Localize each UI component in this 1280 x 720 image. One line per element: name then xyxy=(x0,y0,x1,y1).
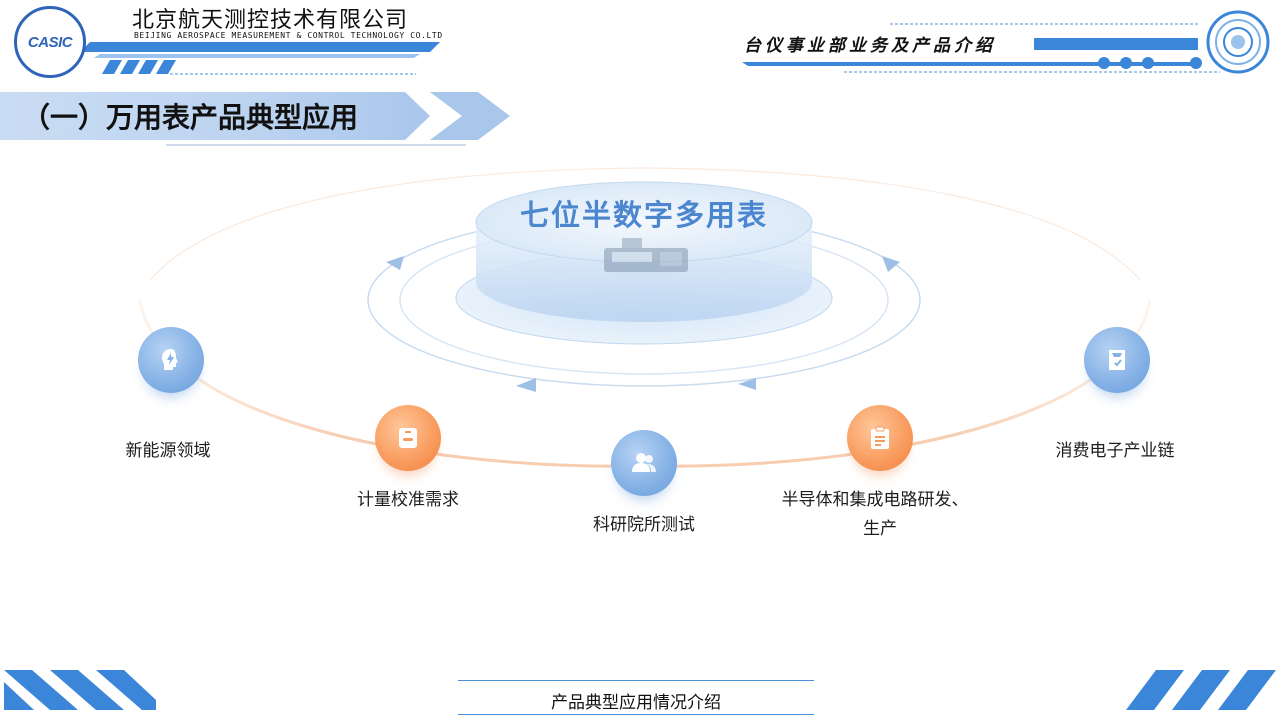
banner-chevron xyxy=(430,92,510,140)
header-left-stripes xyxy=(80,42,440,75)
company-name-cn: 北京航天测控技术有限公司 xyxy=(132,8,409,33)
section-banner xyxy=(0,92,430,140)
footer-title: 产品典型应用情况介绍 xyxy=(551,693,721,713)
app-node-metrology xyxy=(375,405,441,471)
app-node-consumer-electronics xyxy=(1084,327,1150,393)
app-label-consumer-electronics: 消费电子产业链 xyxy=(1055,441,1175,461)
section-title: （一）万用表产品典型应用 xyxy=(22,101,359,134)
app-node-new-energy xyxy=(138,327,204,393)
casic-logo: CASIC xyxy=(14,6,86,78)
app-label-semiconductor: 半导体和集成电路研发、 xyxy=(781,490,969,510)
multimeter-device-image xyxy=(604,238,688,272)
clipboard-icon xyxy=(871,426,889,449)
footer-right-stripes xyxy=(1126,670,1276,710)
header-right-stripes xyxy=(742,10,1270,74)
app-node-semiconductor xyxy=(847,405,913,471)
app-node-research xyxy=(611,430,677,496)
app-label-semiconductor-line2: 生产 xyxy=(863,519,897,539)
checklist-icon xyxy=(1109,350,1125,370)
badge-icon xyxy=(399,428,417,448)
footer-left-stripes xyxy=(4,670,156,710)
footer-top-line xyxy=(458,680,814,681)
company-name-en: BEIJING AEROSPACE MEASUREMENT & CONTROL … xyxy=(134,31,443,40)
footer-bottom-line xyxy=(458,714,814,715)
lightbulb-head-icon xyxy=(162,349,178,370)
app-label-research: 科研院所测试 xyxy=(593,515,695,535)
app-label-new-energy: 新能源领域 xyxy=(125,441,211,461)
department-title: 台仪事业部业务及产品介绍 xyxy=(744,36,996,56)
logo-text: CASIC xyxy=(27,33,73,51)
product-title: 七位半数字多用表 xyxy=(519,198,768,232)
users-icon xyxy=(632,453,656,472)
app-label-metrology: 计量校准需求 xyxy=(357,490,459,510)
